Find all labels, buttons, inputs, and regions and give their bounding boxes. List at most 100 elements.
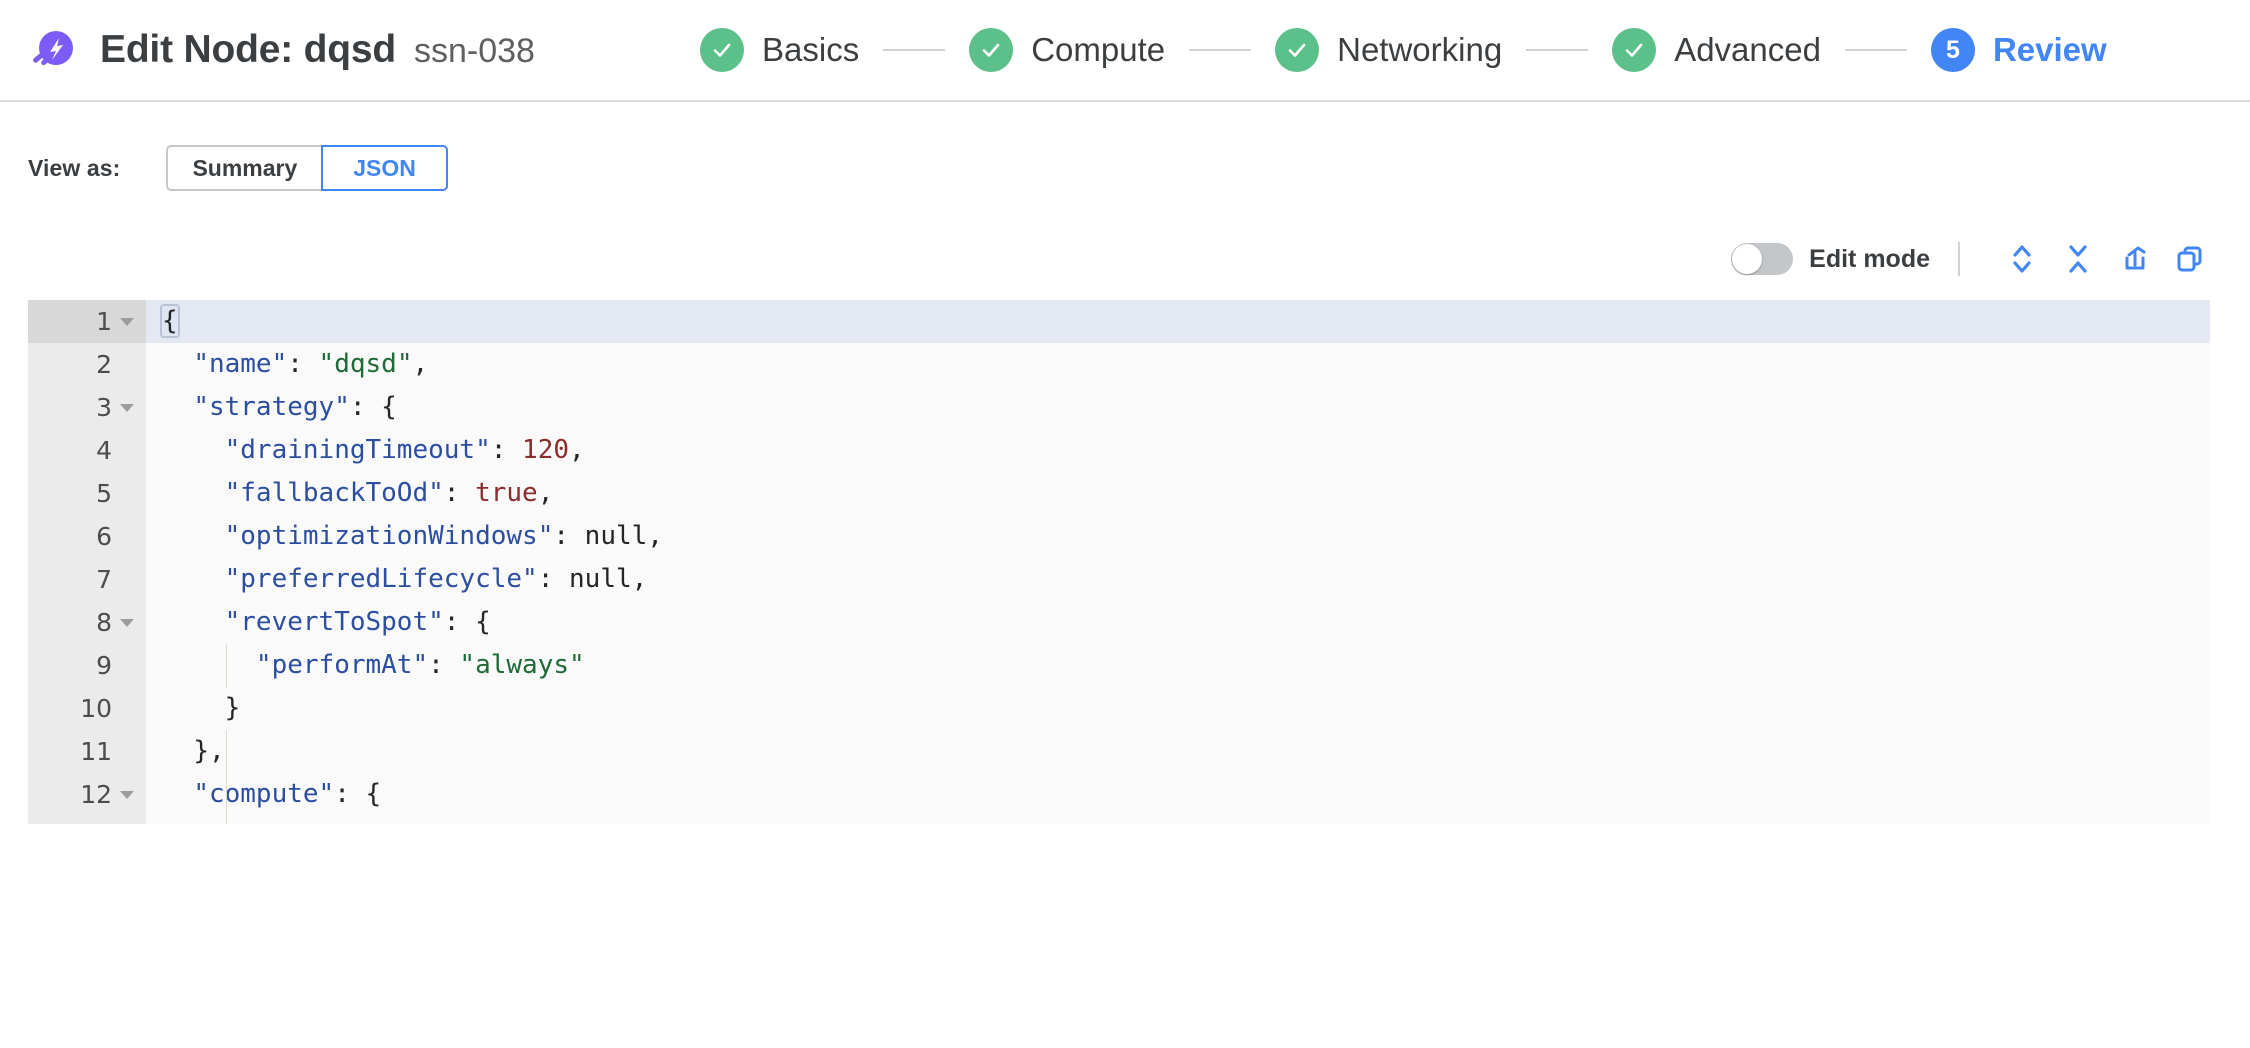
code-line[interactable]: 9 "performAt": "always" xyxy=(28,644,2210,687)
view-as-segmented-control: Summary JSON xyxy=(166,145,448,191)
code-line[interactable]: 6 "optimizationWindows": null, xyxy=(28,515,2210,558)
code-token: , xyxy=(412,349,429,379)
code-line[interactable]: 13 "vmSizes": { xyxy=(28,816,2210,824)
view-as-summary-button[interactable]: Summary xyxy=(166,145,324,191)
view-as-row: View as: Summary JSON xyxy=(28,144,2250,192)
line-number-gutter: 6 xyxy=(28,515,146,558)
code-token: "drainingTimeout" xyxy=(224,435,491,465)
code-token: "name" xyxy=(193,349,288,379)
fold-toggle-icon[interactable] xyxy=(116,790,138,799)
code-text: "performAt": "always" xyxy=(146,644,585,687)
step-basics[interactable]: Basics xyxy=(700,28,859,72)
indent-guide xyxy=(226,730,227,824)
code-token: "preferredLifecycle" xyxy=(224,564,538,594)
line-number-gutter: 10 xyxy=(28,687,146,730)
step-review[interactable]: 5 Review xyxy=(1930,28,2107,72)
step-advanced-check-icon xyxy=(1612,28,1657,72)
node-id-label: ssn-038 xyxy=(413,32,535,70)
line-number: 3 xyxy=(96,393,112,422)
code-token: : xyxy=(287,349,319,379)
step-review-number-badge: 5 xyxy=(1930,28,1975,72)
line-number-gutter: 7 xyxy=(28,558,146,601)
line-number: 11 xyxy=(80,737,112,766)
line-number: 7 xyxy=(96,565,112,594)
code-token: 120 xyxy=(522,435,570,465)
code-text: { xyxy=(146,300,180,343)
step-networking-check-icon xyxy=(1275,28,1320,72)
spot-comet-logo-icon xyxy=(26,25,76,75)
step-basics-check-icon xyxy=(700,28,744,72)
export-icon[interactable] xyxy=(2114,239,2154,279)
line-number-gutter: 11 xyxy=(28,730,146,773)
code-token: : xyxy=(428,650,460,680)
line-number: 6 xyxy=(96,522,112,551)
page-title: Edit Node: dqsd xyxy=(100,28,396,71)
title-block: Edit Node: dqsd ssn-038 xyxy=(100,28,535,72)
edit-mode-label: Edit mode xyxy=(1809,244,1930,273)
step-compute-check-icon xyxy=(969,28,1014,72)
code-line[interactable]: 5 "fallbackToOd": true, xyxy=(28,472,2210,515)
step-networking[interactable]: Networking xyxy=(1275,28,1502,72)
step-connector xyxy=(1526,49,1589,51)
view-as-json-button[interactable]: JSON xyxy=(321,145,448,191)
code-line[interactable]: 8 "revertToSpot": { xyxy=(28,601,2210,644)
code-token: , xyxy=(537,478,554,508)
step-advanced[interactable]: Advanced xyxy=(1612,28,1821,72)
line-number: 8 xyxy=(96,608,112,637)
code-text: "name": "dqsd", xyxy=(146,343,428,386)
code-token: : { xyxy=(443,607,491,637)
json-code-editor[interactable]: 1{2 "name": "dqsd",3 "strategy": {4 "dra… xyxy=(28,300,2210,824)
fold-toggle-icon[interactable] xyxy=(116,403,138,412)
line-number-gutter: 13 xyxy=(28,816,146,824)
edit-mode-toggle[interactable] xyxy=(1731,243,1794,275)
code-token: "optimizationWindows" xyxy=(224,521,554,551)
code-token: : { xyxy=(349,392,397,422)
code-line[interactable]: 1{ xyxy=(28,300,2210,343)
code-line[interactable]: 10 } xyxy=(28,687,2210,730)
code-line[interactable]: 3 "strategy": { xyxy=(28,386,2210,429)
expand-all-icon[interactable] xyxy=(2002,239,2042,279)
code-line[interactable]: 2 "name": "dqsd", xyxy=(28,343,2210,386)
step-connector xyxy=(883,49,946,51)
code-line[interactable]: 4 "drainingTimeout": 120, xyxy=(28,429,2210,472)
line-number-gutter: 5 xyxy=(28,472,146,515)
code-line[interactable]: 11 }, xyxy=(28,730,2210,773)
line-number-gutter: 3 xyxy=(28,386,146,429)
step-connector xyxy=(1844,49,1907,51)
line-number-gutter: 2 xyxy=(28,343,146,386)
code-line[interactable]: 12 "compute": { xyxy=(28,773,2210,816)
code-token: "vmSizes" xyxy=(225,822,366,824)
code-token: "always" xyxy=(459,650,585,680)
fold-toggle-icon[interactable] xyxy=(116,618,138,627)
code-text: "optimizationWindows": null, xyxy=(146,515,663,558)
line-number: 2 xyxy=(96,350,112,379)
code-token: : null, xyxy=(553,521,663,551)
code-token: : null, xyxy=(537,564,648,594)
code-line[interactable]: 7 "preferredLifecycle": null, xyxy=(28,558,2210,601)
collapse-all-icon[interactable] xyxy=(2058,239,2098,279)
line-number: 13 xyxy=(80,823,112,824)
code-token: , xyxy=(569,435,585,465)
code-text: } xyxy=(146,687,241,730)
line-number: 5 xyxy=(96,479,112,508)
code-text: "compute": { xyxy=(146,773,381,816)
line-number-gutter: 12 xyxy=(28,773,146,816)
code-token: { xyxy=(160,304,180,338)
step-review-number: 5 xyxy=(1946,35,1960,64)
step-networking-label: Networking xyxy=(1337,31,1503,68)
line-number-gutter: 1 xyxy=(28,300,146,343)
step-connector xyxy=(1189,49,1252,51)
code-text: "preferredLifecycle": null, xyxy=(146,558,648,601)
step-compute[interactable]: Compute xyxy=(969,28,1165,72)
code-text: }, xyxy=(146,730,224,773)
copy-icon[interactable] xyxy=(2170,239,2210,279)
code-text: "drainingTimeout": 120, xyxy=(146,429,585,472)
code-token: true xyxy=(475,478,538,508)
line-number-gutter: 8 xyxy=(28,601,146,644)
code-token: : { xyxy=(366,822,413,824)
code-text: "strategy": { xyxy=(146,386,397,429)
code-token: : xyxy=(443,478,476,508)
line-number: 12 xyxy=(80,780,112,809)
code-text: "vmSizes": { xyxy=(146,816,413,824)
fold-toggle-icon[interactable] xyxy=(116,317,138,326)
